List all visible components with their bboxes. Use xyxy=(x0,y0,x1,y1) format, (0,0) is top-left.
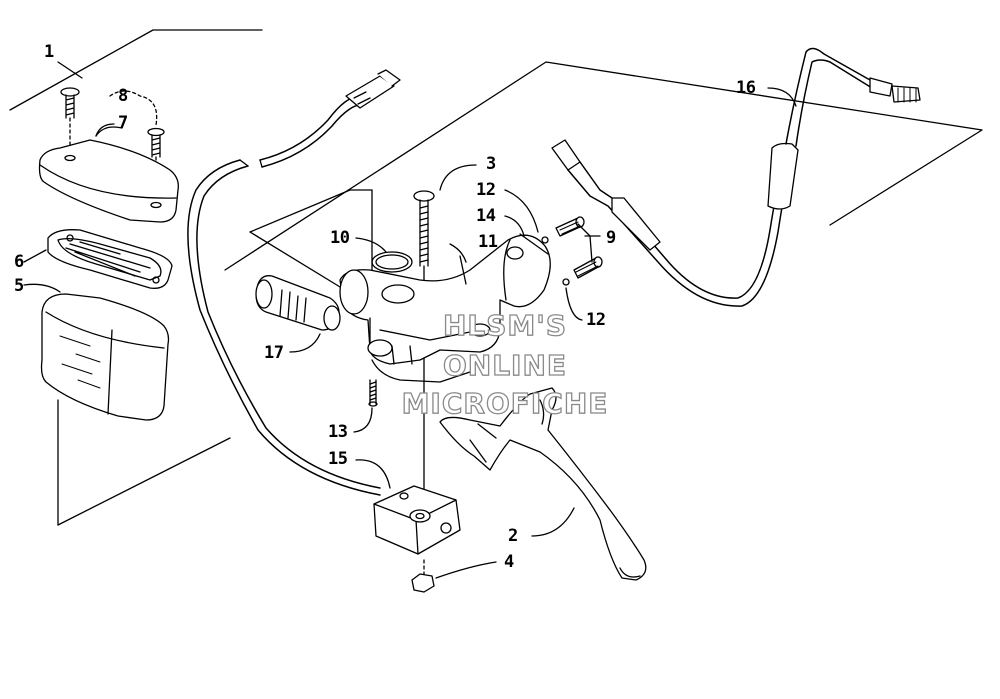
leader-15 xyxy=(355,459,391,489)
leader-14 xyxy=(504,215,525,237)
switch-wire xyxy=(259,69,401,168)
leader-9 xyxy=(577,223,601,263)
screw-13 xyxy=(368,379,378,407)
callout-3: 3 xyxy=(486,154,496,174)
leader-12a xyxy=(504,189,539,233)
callout-13: 13 xyxy=(328,422,348,442)
group-bracket-1-bottom xyxy=(57,437,231,526)
watermark-line-2: ONLINE xyxy=(442,349,568,382)
lever-2 xyxy=(439,387,647,581)
callout-8: 8 xyxy=(118,86,128,106)
callout-2: 2 xyxy=(508,526,518,546)
leader-1 xyxy=(57,61,83,79)
screw-9-lower xyxy=(562,256,603,286)
leader-10 xyxy=(355,237,387,253)
reservoir-5 xyxy=(40,293,170,421)
diaphragm-6 xyxy=(47,229,173,289)
callout-11: 11 xyxy=(478,232,498,252)
callout-14: 14 xyxy=(476,206,496,226)
switch-15 xyxy=(373,485,461,555)
cable-16 xyxy=(551,47,921,307)
callout-6: 6 xyxy=(14,252,24,272)
o-ring-10 xyxy=(371,251,413,273)
group-bracket-1 xyxy=(9,29,263,111)
box-lines xyxy=(224,61,983,271)
leader-3 xyxy=(439,164,477,191)
screw-9-upper xyxy=(541,216,585,244)
leader-7 xyxy=(95,123,115,137)
leader-2 xyxy=(531,507,575,537)
callout-7: 7 xyxy=(118,113,128,133)
watermark-line-3: MICROFICHE xyxy=(401,387,609,420)
leader-17 xyxy=(289,333,321,353)
leader-13 xyxy=(353,407,373,433)
master-cylinder-11 xyxy=(339,233,551,383)
watermark-line-1: HLSM'S xyxy=(442,309,568,342)
piston-17 xyxy=(255,275,341,331)
callout-16: 16 xyxy=(736,78,756,98)
leader-16 xyxy=(767,87,797,107)
callout-17: 17 xyxy=(264,343,284,363)
callout-10: 10 xyxy=(330,228,350,248)
callout-9: 9 xyxy=(606,228,616,248)
cover-7 xyxy=(38,139,179,223)
leader-11 xyxy=(449,243,467,263)
callout-15: 15 xyxy=(328,449,348,469)
callout-12-lower: 12 xyxy=(586,310,606,330)
nut-4 xyxy=(411,559,435,593)
callout-12-upper: 12 xyxy=(476,180,496,200)
callout-1: 1 xyxy=(44,42,54,62)
hose-left xyxy=(187,159,381,496)
leader-12b xyxy=(565,287,583,321)
leader-4 xyxy=(435,561,497,579)
callout-4: 4 xyxy=(504,552,514,572)
callout-5: 5 xyxy=(14,276,24,296)
